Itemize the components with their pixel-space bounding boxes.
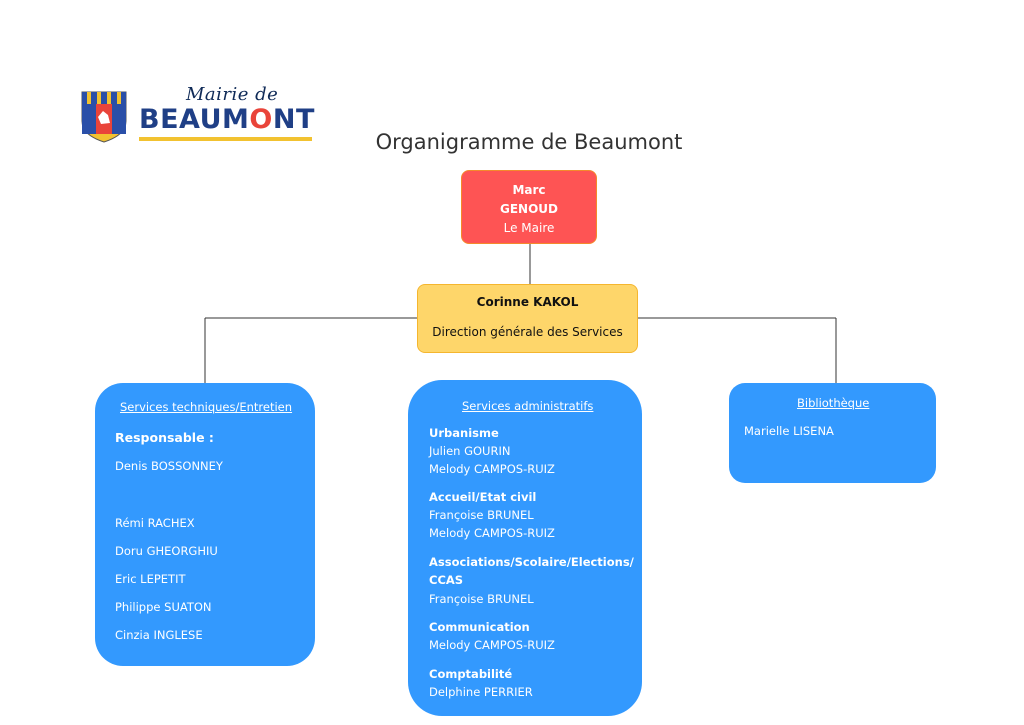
mayor-last-name: GENOUD (500, 202, 558, 216)
technical-lead-label: Responsable : (115, 430, 214, 445)
admin-group-title: Accueil/Etat civil (429, 490, 537, 504)
admin-group-title: Communication (429, 620, 530, 634)
admin-group-title: CCAS (429, 573, 464, 587)
technical-staff-member: Eric LEPETIT (115, 572, 186, 586)
library-box: Bibliothèque Marielle LISENA (729, 383, 936, 483)
logo-underline (139, 137, 312, 141)
admin-group-title: Urbanisme (429, 426, 499, 440)
admin-group-member: Melody CAMPOS-RUIZ (429, 462, 555, 476)
page-title: Organigramme de Beaumont (375, 130, 683, 154)
mayor-role: Le Maire (503, 221, 555, 235)
technical-staff-member: Philippe SUATON (115, 600, 212, 614)
admin-group-title: Comptabilité (429, 667, 513, 681)
technical-staff-member: Cinzia INGLESE (115, 628, 203, 642)
technical-staff-member: Rémi RACHEX (115, 516, 195, 530)
administrative-services-header: Services administratifs (462, 399, 594, 413)
dgs-box: Corinne KAKOL Direction générale des Ser… (417, 284, 638, 353)
library-header: Bibliothèque (797, 396, 870, 410)
coat-of-arms-logo (81, 91, 127, 143)
admin-group-member: Delphine PERRIER (429, 685, 533, 699)
admin-group-member: Melody CAMPOS-RUIZ (429, 638, 555, 652)
admin-group-member: Melody CAMPOS-RUIZ (429, 526, 555, 540)
administrative-services-box: Services administratifs Urbanisme Julien… (408, 380, 642, 716)
dgs-role: Direction générale des Services (432, 325, 623, 339)
admin-group-member: Julien GOURIN (429, 444, 511, 458)
logo-script-text: Mairie de (186, 84, 279, 105)
mayor-box: Marc GENOUD Le Maire (461, 170, 597, 244)
admin-group-member: Françoise BRUNEL (429, 592, 534, 606)
technical-lead: Denis BOSSONNEY (115, 459, 223, 473)
technical-staff-member: Doru GHEORGHIU (115, 544, 218, 558)
mayor-first-name: Marc (512, 183, 546, 197)
technical-services-box: Services techniques/Entretien Responsabl… (95, 383, 315, 666)
library-member: Marielle LISENA (744, 424, 834, 438)
technical-services-header: Services techniques/Entretien (120, 400, 293, 414)
dgs-name: Corinne KAKOL (476, 295, 579, 309)
admin-group-member: Françoise BRUNEL (429, 508, 534, 522)
admin-group-title: Associations/Scolaire/Elections/ (429, 555, 634, 569)
logo-wordmark: BEAUMONT (139, 104, 315, 135)
